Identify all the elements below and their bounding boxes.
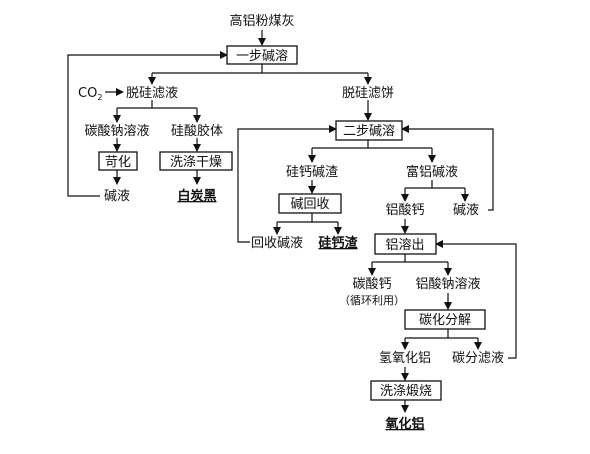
label-co2: CO2 xyxy=(78,86,102,102)
label-carbonation: 碳化分解 xyxy=(419,313,471,328)
box-wash-dry xyxy=(159,151,233,171)
label-na-aluminate: 铝酸钠溶液 xyxy=(415,277,480,292)
label-desilica-liquor: 脱硅滤液 xyxy=(126,86,178,101)
label-white-carbon-black: 白炭黑 xyxy=(177,188,216,204)
box-al-dissolve xyxy=(374,233,437,255)
label-wash-calcine: 洗涤煅烧 xyxy=(380,383,432,399)
process-boxes xyxy=(98,45,486,401)
label-al-rich-liquor: 富铝碱液 xyxy=(406,164,458,180)
labels: 高铝粉煤灰 一步碱溶 CO2 脱硅滤液 脱硅滤饼 碳酸钠溶液 硅酸胶体 苛化 洗… xyxy=(78,13,504,432)
label-na2co3-solution: 碳酸钠溶液 xyxy=(84,124,149,139)
box-carbonation xyxy=(404,309,486,330)
label-al-dissolve: 铝溶出 xyxy=(385,238,424,253)
label-ca-aluminate: 铝酸钙 xyxy=(385,203,424,218)
label-ca-silicate-residue: 硅钙碱渣 xyxy=(286,165,338,180)
label-co2-main: CO xyxy=(78,86,97,101)
label-alkali-liquor-1: 碱液 xyxy=(104,189,130,204)
loop-alkali-to-step1 xyxy=(67,51,228,197)
loop-alkali2-to-step2 xyxy=(401,125,494,211)
label-silicic-gel: 硅酸胶体 xyxy=(171,123,223,139)
label-alkali-recovery: 碱回收 xyxy=(290,197,329,212)
label-alkali-liquor-2: 碱液 xyxy=(453,203,479,218)
box-wash-calcine xyxy=(370,380,442,401)
box-step1 xyxy=(226,45,298,65)
loop-recovered-to-step2 xyxy=(237,125,337,243)
label-co2-subscript: 2 xyxy=(97,93,102,102)
label-recycle-note: （循环利用） xyxy=(339,294,405,307)
label-alumina: 氧化铝 xyxy=(384,416,424,432)
label-wash-dry: 洗涤干燥 xyxy=(170,155,222,170)
label-carbon-filtrate: 碳分滤液 xyxy=(452,351,504,366)
label-ca-carbonate: 碳酸钙 xyxy=(352,277,391,292)
label-al-hydroxide: 氢氧化铝 xyxy=(379,351,431,366)
label-start: 高铝粉煤灰 xyxy=(229,13,294,29)
label-desilica-cake: 脱硅滤饼 xyxy=(342,86,394,101)
label-causticize: 苛化 xyxy=(105,155,131,170)
box-causticize xyxy=(98,151,138,171)
box-alkali-recovery xyxy=(278,193,342,214)
loop-filtrate-to-dissolve xyxy=(435,240,517,359)
label-silica-ca-residue: 硅钙渣 xyxy=(318,235,358,251)
box-step2 xyxy=(335,120,403,141)
label-step1: 一步碱溶 xyxy=(236,49,288,64)
label-step2: 二步碱溶 xyxy=(343,124,395,139)
connectors xyxy=(67,30,517,413)
label-recovered-alkali: 回收碱液 xyxy=(251,236,303,251)
